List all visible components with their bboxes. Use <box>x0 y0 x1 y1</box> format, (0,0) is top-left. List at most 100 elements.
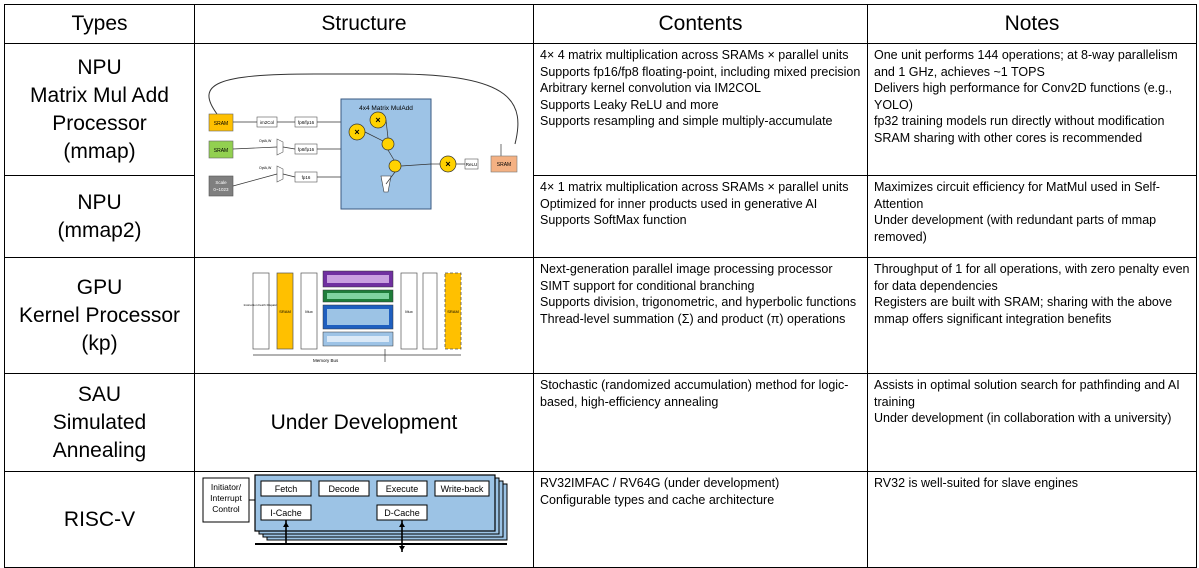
contents-line: Supports SoftMax function <box>540 213 687 228</box>
type-line: GPU <box>76 275 123 299</box>
dcache-label: D-Cache <box>384 508 420 518</box>
contents-line: SIMT support for conditional branching <box>540 278 755 293</box>
fp-label: fp8/fp16 <box>298 120 315 125</box>
icache-label: I-Cache <box>270 508 302 518</box>
relu-label: ReLU <box>466 162 478 167</box>
riscv-diagram: Initiator/ Interrupt Control Fetch Decod… <box>202 474 508 552</box>
notes-line: Throughput of 1 for all operations, with… <box>874 262 1190 293</box>
memory-bus-label: Memory Bus <box>313 358 339 363</box>
contents-line: Stochastic (randomized accumulation) met… <box>540 378 849 409</box>
table-row-mmap2: NPU (mmap2) 4× 1 matrix multiplication a… <box>4 175 1197 258</box>
sram-label: SRAM <box>214 148 228 154</box>
type-line: Kernel Processor <box>18 303 181 327</box>
header-notes: Notes <box>867 4 1197 44</box>
initiator-block <box>202 477 250 523</box>
notes-cell-mmap2: Maximizes circuit efficiency for MatMul … <box>867 175 1197 258</box>
header-row: Types Structure Contents Notes <box>4 4 1197 44</box>
type-cell-mmap: NPU Matrix Mul Add Processor (mmap) <box>4 42 195 177</box>
scale-label: Scale <box>215 180 227 185</box>
contents-line: Optimized for inner products used in gen… <box>540 196 818 211</box>
fp16-label: fp16 <box>302 175 311 180</box>
sram-green-block <box>208 140 234 159</box>
npu-diagram: SRAM SRAM Scale 0~1023 im2Col fp8/fp16 f… <box>208 73 519 210</box>
arrow-up-icon <box>399 522 405 527</box>
arrow-down-icon <box>399 546 405 551</box>
notes-line: fp32 training models run directly withou… <box>874 114 1165 129</box>
type-line: NPU <box>77 190 122 214</box>
notes-line: RV32 is well-suited for slave engines <box>874 476 1079 490</box>
output-block <box>422 272 438 350</box>
adder-node <box>388 159 402 173</box>
contents-cell-sau: Stochastic (randomized accumulation) met… <box>533 373 868 472</box>
type-line: (kp) <box>81 331 118 355</box>
type-cell-sau: SAU Simulated Annealing <box>4 373 195 472</box>
mux-shape <box>276 138 284 156</box>
contents-line: Arbitrary kernel convolution via IM2COL <box>540 81 761 96</box>
initiator-label: Control <box>212 504 240 514</box>
contents-line: Next-generation parallel image processin… <box>540 262 833 276</box>
decode-label: Decode <box>328 484 359 494</box>
lane-inner <box>327 275 389 283</box>
relu-block <box>464 158 479 170</box>
contents-cell-mmap: 4× 4 matrix multiplication across SRAMs … <box>533 42 868 177</box>
sram-dashed-block <box>444 272 462 350</box>
contents-line: Supports division, trigonometric, and hy… <box>540 295 857 310</box>
structure-cell-riscv: Initiator/ Interrupt Control Fetch Decod… <box>194 471 534 568</box>
notes-cell-mmap: One unit performs 144 operations; at 8-w… <box>867 42 1197 177</box>
structure-cell-sau: Under Development <box>194 373 534 472</box>
feedback-loop <box>208 73 519 145</box>
type-line: Simulated <box>52 410 147 434</box>
type-line: (mmap) <box>63 139 136 163</box>
notes-line: Assists in optimal solution search for p… <box>874 378 1180 409</box>
type-cell-kp: GPU Kernel Processor (kp) <box>4 257 195 374</box>
contents-line: Supports Leaky ReLU and more <box>540 97 719 112</box>
adder-node <box>381 137 395 151</box>
type-cell-mmap2: NPU (mmap2) <box>4 175 195 258</box>
lane-inner <box>327 293 389 299</box>
type-line: NPU <box>77 55 122 79</box>
arrow-up-icon <box>283 522 289 527</box>
type-line: Matrix Mul Add <box>30 83 169 107</box>
contents-line: Supports resampling and simple multiply-… <box>540 114 833 129</box>
initiator-label: Initiator/ <box>211 482 242 492</box>
ifetch-block <box>252 272 270 350</box>
scale-block <box>208 175 234 197</box>
notes-line: Maximizes circuit efficiency for MatMul … <box>874 180 1160 211</box>
structure-cell-kp: Instruction Fetch Dispatch SRAM Mux Mux … <box>194 257 534 374</box>
mux-label: Mux <box>405 309 413 314</box>
mux-block-2 <box>400 272 418 350</box>
sram-orange-block <box>208 113 234 132</box>
matrix-muladd-block <box>340 98 432 210</box>
multiply-symbol: × <box>354 127 359 137</box>
table-row-riscv: RISC-V Initiator/ Interrupt Control Fetc… <box>4 471 1197 568</box>
opt-label: OptA,W <box>259 139 272 143</box>
fetch-label: Fetch <box>275 484 298 494</box>
type-line: RISC-V <box>63 507 136 531</box>
execute-label: Execute <box>386 484 419 494</box>
header-types: Types <box>4 4 195 44</box>
scale-range-label: 0~1023 <box>213 187 229 192</box>
type-line: (mmap2) <box>57 218 142 242</box>
mux-label: Mux <box>305 309 313 314</box>
sram-label: SRAM <box>497 162 511 168</box>
contents-line: 4× 4 matrix multiplication across SRAMs … <box>540 48 849 62</box>
contents-cell-mmap2: 4× 1 matrix multiplication across SRAMs … <box>533 175 868 258</box>
writeback-stage <box>434 480 490 497</box>
notes-line: Registers are built with SRAM; sharing w… <box>874 295 1173 326</box>
sram-output-block <box>490 155 518 173</box>
initiator-label: Interrupt <box>210 493 242 503</box>
kp-diagram: Instruction Fetch Dispatch SRAM Mux Mux … <box>244 270 462 363</box>
header-contents: Contents <box>533 4 868 44</box>
fetch-stage <box>260 480 312 497</box>
notes-line: SRAM sharing with other cores is recomme… <box>874 130 1143 145</box>
type-line: Annealing <box>52 438 147 462</box>
structure-cell-npu: SRAM SRAM Scale 0~1023 im2Col fp8/fp16 f… <box>194 43 534 258</box>
contents-cell-riscv: RV32IMFAC / RV64G (under development) Co… <box>533 471 868 568</box>
opt-label: OptA,W <box>259 166 272 170</box>
sram-label: SRAM <box>214 121 228 127</box>
lane-inner <box>327 336 389 342</box>
type-line: SAU <box>77 382 122 406</box>
notes-line: Delivers high performance for Conv2D fun… <box>874 81 1173 112</box>
mux-shape <box>276 165 284 183</box>
lane-inner <box>327 309 389 325</box>
